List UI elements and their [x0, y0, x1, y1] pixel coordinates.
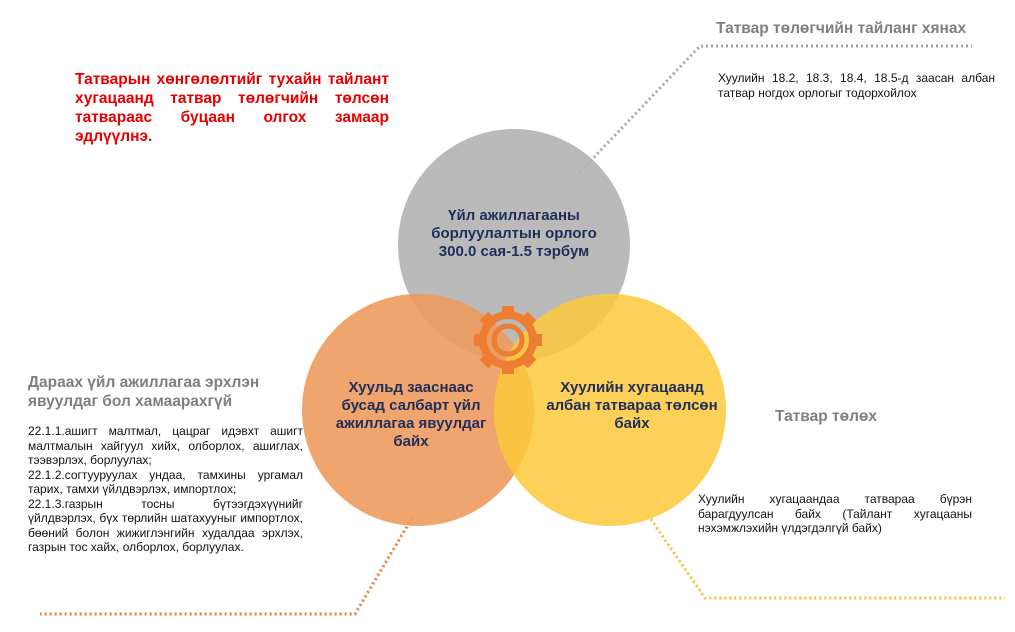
- list-item: 22.1.3.газрын тосны бүтээгдэхүүнийг үйлд…: [28, 496, 303, 555]
- intro-note: Татварын хөнгөлөлтийг тухайн тайлант хуг…: [75, 71, 389, 145]
- callout-top-right-text: Хуулийн 18.2, 18.3, 18.4, 18.5-д заасан …: [718, 71, 995, 100]
- callout-right-title: Татвар төлөх: [775, 408, 878, 425]
- callout-left-title: Дараах үйл ажиллагаа эрхлэн явуулдаг бол…: [28, 374, 260, 410]
- circle-left-label: Хуульд зааснаас бусад салбарт үйл ажилла…: [335, 379, 487, 450]
- yellow-connector-line: [646, 514, 1005, 600]
- circle-right-label: Хуулийн хугацаанд албан татвараа төлсөн …: [546, 379, 718, 432]
- callout-right-text: Хуулийн хугацаандаа татвараа бүрэн бараг…: [698, 492, 972, 535]
- orange-connector-line: [40, 517, 414, 616]
- circle-left: [302, 294, 534, 526]
- circle-top-label: Үйл ажиллагааны борлуулалтын орлого 300.…: [431, 207, 597, 260]
- list-item: 22.1.1.ашигт малтмал, цацраг идэвхт ашиг…: [28, 424, 303, 467]
- callout-left-list: 22.1.1.ашигт малтмал, цацраг идэвхт ашиг…: [28, 424, 303, 555]
- circle-right: [494, 294, 726, 526]
- callout-top-right-title: Татвар төлөгчийн тайланг хянах: [716, 20, 967, 37]
- gray-connector-line: [578, 44, 972, 174]
- gear-icon: [474, 306, 542, 374]
- list-item: 22.1.2.согтууруулах ундаа, тамхины ургам…: [28, 467, 303, 497]
